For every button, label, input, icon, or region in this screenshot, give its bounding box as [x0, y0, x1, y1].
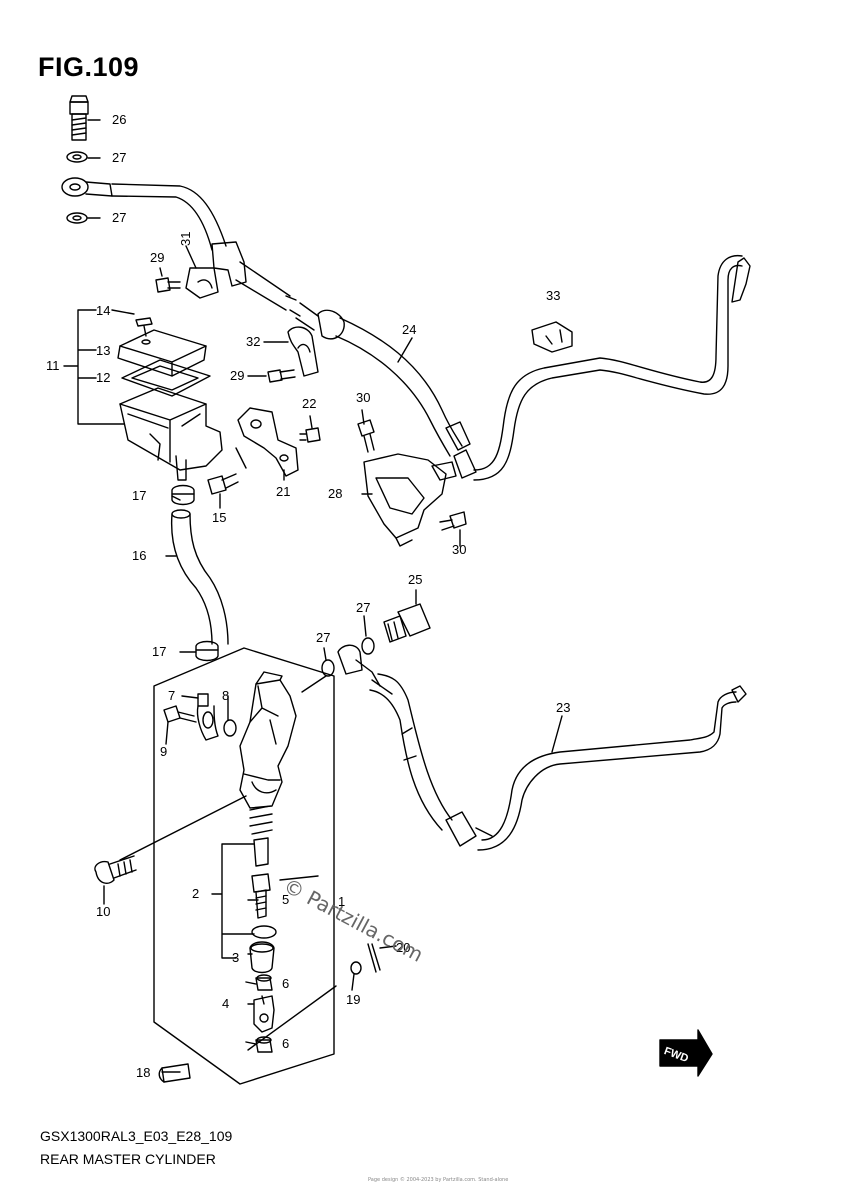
- brake-hose-23: [369, 673, 747, 851]
- upper-banjo-fitting: [61, 177, 227, 251]
- hose-clamp-31: [185, 241, 247, 299]
- callout-29-upper: 29: [150, 250, 164, 265]
- callout-18: 18: [136, 1065, 150, 1080]
- callout-labels: 26 27 27 29 31 14 13 12 11 32 29 24 33 2…: [46, 112, 570, 1080]
- bolt-9: [163, 705, 197, 723]
- callout-24: 24: [402, 322, 416, 337]
- callout-6-lower: 6: [282, 1036, 289, 1051]
- master-cylinder-body: [239, 671, 297, 809]
- washer-27-upper: [66, 151, 88, 163]
- washer-19: [350, 961, 362, 975]
- watermark-text: © Partzilla.com: [280, 873, 428, 967]
- callout-31: 31: [178, 232, 193, 246]
- callout-17-lower: 17: [152, 644, 166, 659]
- boot-3: [249, 941, 275, 974]
- pipe-clamp-33: [531, 321, 573, 353]
- piston-spring-2: [249, 805, 273, 867]
- bolt-29-upper: [155, 277, 181, 293]
- callout-32: 32: [246, 334, 260, 349]
- callout-4: 4: [222, 996, 229, 1011]
- nut-6-lower: [255, 1036, 273, 1053]
- callout-16: 16: [132, 548, 146, 563]
- o-ring-8: [223, 719, 237, 737]
- callout-14: 14: [96, 303, 110, 318]
- fitting-7: [196, 693, 219, 741]
- callout-26: 26: [112, 112, 126, 127]
- callout-23: 23: [556, 700, 570, 715]
- push-rod-5: [251, 873, 271, 919]
- bolt-30-upper: [357, 419, 375, 453]
- callout-9: 9: [160, 744, 167, 759]
- lower-banjo-fitting: [337, 644, 381, 687]
- callout-6-upper: 6: [282, 976, 289, 991]
- callout-3: 3: [232, 950, 239, 965]
- hose-clip-17-lower: [195, 640, 219, 662]
- callout-27-c: 27: [356, 600, 370, 615]
- hose-end-fitting-24: [445, 421, 477, 479]
- callout-33: 33: [546, 288, 560, 303]
- pin-18: [158, 1063, 191, 1083]
- callout-1: 1: [338, 894, 345, 909]
- bolt-22: [299, 427, 321, 443]
- washer-27-b: [321, 659, 335, 677]
- bolt-15: [207, 473, 239, 495]
- callout-7: 7: [168, 688, 175, 703]
- circlip: [251, 925, 277, 939]
- fwd-direction-badge: [659, 1029, 713, 1077]
- washer-27-a: [361, 637, 375, 655]
- callout-27-b: 27: [112, 210, 126, 225]
- callout-29-lower: 29: [230, 368, 244, 383]
- callout-22: 22: [302, 396, 316, 411]
- cotter-pin-20: [367, 943, 381, 973]
- callout-19: 19: [346, 992, 360, 1007]
- callout-30-upper: 30: [356, 390, 370, 405]
- clevis-4: [253, 995, 275, 1033]
- assembly-boundary-box: [153, 647, 335, 1085]
- callout-20: 20: [396, 940, 410, 955]
- banjo-bolt-26: [69, 95, 89, 141]
- callout-2: 2: [192, 886, 199, 901]
- reservoir-bracket-21: [237, 407, 299, 477]
- reservoir-hose-16: [170, 509, 229, 645]
- callout-5: 5: [282, 892, 289, 907]
- bolt-10: [94, 855, 137, 884]
- model-code: GSX1300RAL3_E03_E28_109: [40, 1128, 233, 1144]
- callout-12: 12: [96, 370, 110, 385]
- bracket-line-2: [211, 843, 255, 959]
- callout-25: 25: [408, 572, 422, 587]
- callout-27-a: 27: [112, 150, 126, 165]
- nut-6-upper: [255, 974, 273, 991]
- bolt-30-lower: [439, 511, 467, 531]
- brake-hose-24: [235, 261, 463, 457]
- bracket-line-11: [63, 309, 125, 425]
- bolt-29-lower: [267, 369, 296, 383]
- footer-copyright: Page design © 2004-2023 by Partzilla.com…: [368, 1177, 509, 1183]
- callout-8: 8: [222, 688, 229, 703]
- callout-28: 28: [328, 486, 342, 501]
- brake-pipe-upper: [473, 254, 751, 481]
- figure-title: FIG.109: [38, 52, 140, 82]
- callout-27-d: 27: [316, 630, 330, 645]
- callout-13: 13: [96, 343, 110, 358]
- washer-27-lower: [66, 212, 88, 224]
- callout-30-lower: 30: [452, 542, 466, 557]
- hose-clamp-32: [287, 326, 319, 377]
- hose-clip-17-upper: [171, 484, 195, 506]
- banjo-bolt-25: [383, 603, 431, 643]
- callout-17-upper: 17: [132, 488, 146, 503]
- callout-21: 21: [276, 484, 290, 499]
- caliper-bracket-28: [363, 453, 457, 547]
- figure-name: REAR MASTER CYLINDER: [40, 1151, 216, 1167]
- callout-15: 15: [212, 510, 226, 525]
- callout-11: 11: [46, 358, 60, 373]
- callout-10: 10: [96, 904, 110, 919]
- reservoir-assembly: [117, 317, 223, 481]
